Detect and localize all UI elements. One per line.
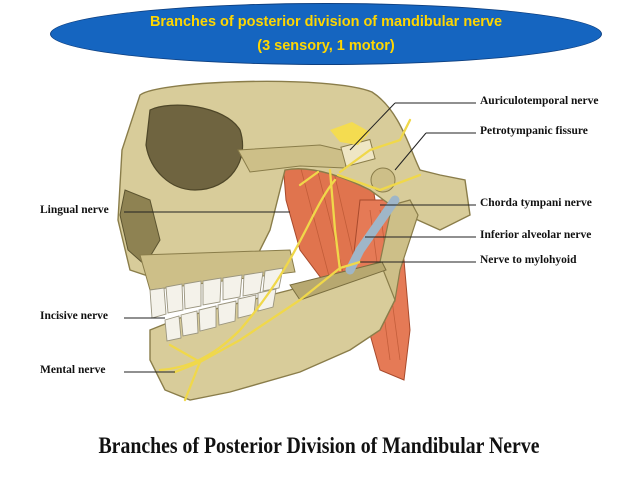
orbit	[145, 104, 244, 191]
title-banner: Branches of posterior division of mandib…	[50, 3, 602, 65]
figure-caption: Branches of Posterior Division of Mandib…	[98, 433, 540, 458]
label-inferior-alveolar-nerve: Inferior alveolar nerve	[480, 229, 592, 241]
label-petrotympanic-fissure: Petrotympanic fissure	[480, 125, 588, 137]
label-lingual-nerve: Lingual nerve	[40, 204, 109, 216]
label-incisive-nerve: Incisive nerve	[40, 310, 109, 322]
nerve-branches	[158, 118, 422, 402]
banner-title: Branches of posterior division of mandib…	[149, 14, 503, 30]
lower-teeth	[164, 288, 277, 342]
leader-lines	[124, 102, 476, 373]
label-nerve-to-mylohyoid: Nerve to mylohyoid	[480, 254, 577, 266]
banner-subtitle: (3 sensory, 1 motor)	[257, 38, 395, 54]
label-chorda-tympani-nerve: Chorda tympani nerve	[480, 197, 592, 209]
upper-teeth	[149, 267, 284, 319]
label-mental-nerve: Mental nerve	[40, 364, 106, 376]
label-auriculotemporal-nerve: Auriculotemporal nerve	[480, 95, 599, 107]
maxilla	[139, 249, 296, 291]
